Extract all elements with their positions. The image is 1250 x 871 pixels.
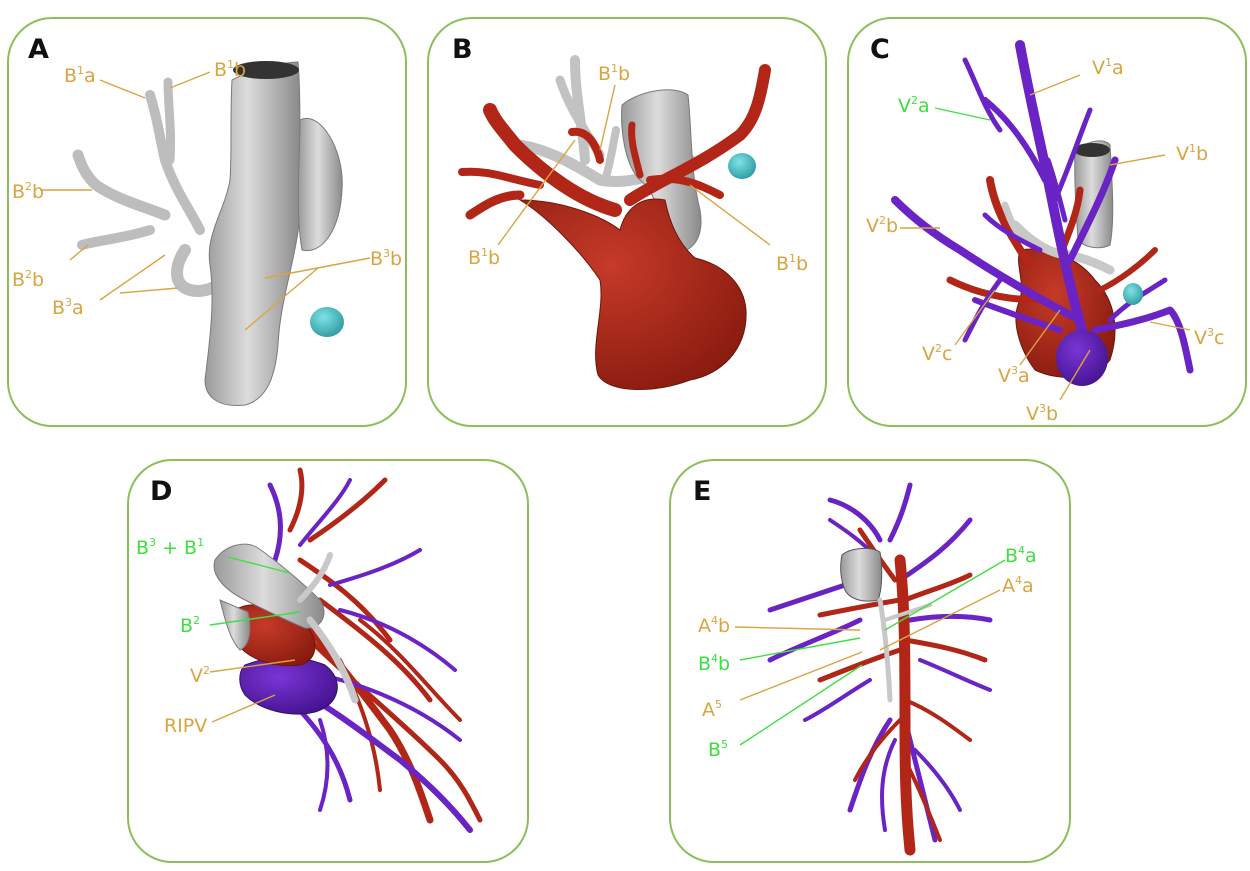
panel-d-bronchus-stem — [219, 599, 251, 651]
structure-label: V3b — [1026, 402, 1058, 425]
panel-e-artery-branches — [817, 527, 988, 856]
panel-c — [891, 40, 1194, 401]
panel-frame-e — [669, 459, 1071, 863]
panel-b-main-bronchus — [621, 89, 702, 253]
panel-c-leader-lines — [900, 74, 1191, 401]
panel-b-nodule — [728, 153, 756, 179]
panel-c-bronchus-cap — [1074, 143, 1110, 157]
structure-label: B1b — [214, 58, 246, 81]
panel-a-leader-lines — [40, 71, 371, 331]
structure-label: B1a — [64, 64, 96, 87]
panel-frame-c — [847, 17, 1247, 427]
panel-d — [209, 467, 483, 833]
panel-b-artery-trunk — [518, 198, 747, 390]
structure-label: B2b — [12, 268, 44, 291]
panel-c-vein-branches — [891, 40, 1194, 374]
structure-label: V1b — [1176, 142, 1208, 165]
structure-label: A4a — [1002, 574, 1034, 597]
panel-a-main-bronchus — [204, 61, 301, 407]
panel-e-leader-lines — [734, 559, 1006, 746]
panel-a-bronchus-top-cap — [233, 61, 299, 79]
panel-d-leader-lines — [209, 556, 301, 723]
panel-c-vein-trunk — [1056, 330, 1108, 386]
structure-label: B4a — [1005, 544, 1037, 567]
structure-label: B3 + B1 — [136, 536, 204, 559]
structure-label: V2c — [922, 342, 952, 365]
structure-label: V2b — [866, 214, 898, 237]
structure-label: B4b — [698, 652, 730, 675]
structure-label: B2 — [180, 614, 200, 637]
structure-label: B3b — [370, 247, 402, 270]
panel-e — [734, 482, 1006, 856]
panel-b-leader-lines — [497, 84, 771, 246]
panel-e-bronchus — [840, 547, 883, 602]
panel-d-bronchi-gray — [297, 552, 359, 704]
panel-a-nodule — [310, 307, 344, 337]
panel-frame-a — [7, 17, 407, 427]
structure-label: B3a — [52, 296, 84, 319]
panel-frames — [7, 17, 1247, 863]
structure-label: V3c — [1194, 326, 1224, 349]
panel-a — [40, 61, 371, 407]
structure-label: V2 — [190, 664, 210, 687]
panel-letter-e: E — [693, 476, 711, 507]
panel-c-nodule — [1123, 283, 1143, 305]
structure-label: RIPV — [164, 715, 207, 737]
panel-letter-b: B — [452, 34, 473, 65]
structure-label: B5 — [708, 738, 728, 761]
panel-frame-d — [127, 459, 529, 863]
structure-label: V3a — [998, 364, 1030, 387]
panel-letter-c: C — [870, 34, 890, 65]
structure-label: B1b — [598, 62, 630, 85]
panel-frame-b — [427, 17, 827, 427]
structure-label: B1b — [776, 252, 808, 275]
panel-b-artery-branches — [458, 64, 771, 220]
structure-label: V2a — [898, 94, 930, 117]
structure-label: V1a — [1092, 56, 1124, 79]
structure-label: B1b — [468, 246, 500, 269]
panel-e-vein-branches — [767, 482, 993, 843]
panel-b — [458, 55, 771, 390]
panel-letter-a: A — [28, 34, 49, 65]
structure-label: A5 — [702, 698, 722, 721]
panel-a-esophagus — [297, 117, 343, 252]
structure-label: B2b — [12, 180, 44, 203]
structure-label: A4b — [698, 614, 730, 637]
panel-d-artery-branches — [287, 467, 483, 824]
panel-d-bronchus — [213, 543, 325, 629]
panel-letter-d: D — [150, 476, 172, 507]
